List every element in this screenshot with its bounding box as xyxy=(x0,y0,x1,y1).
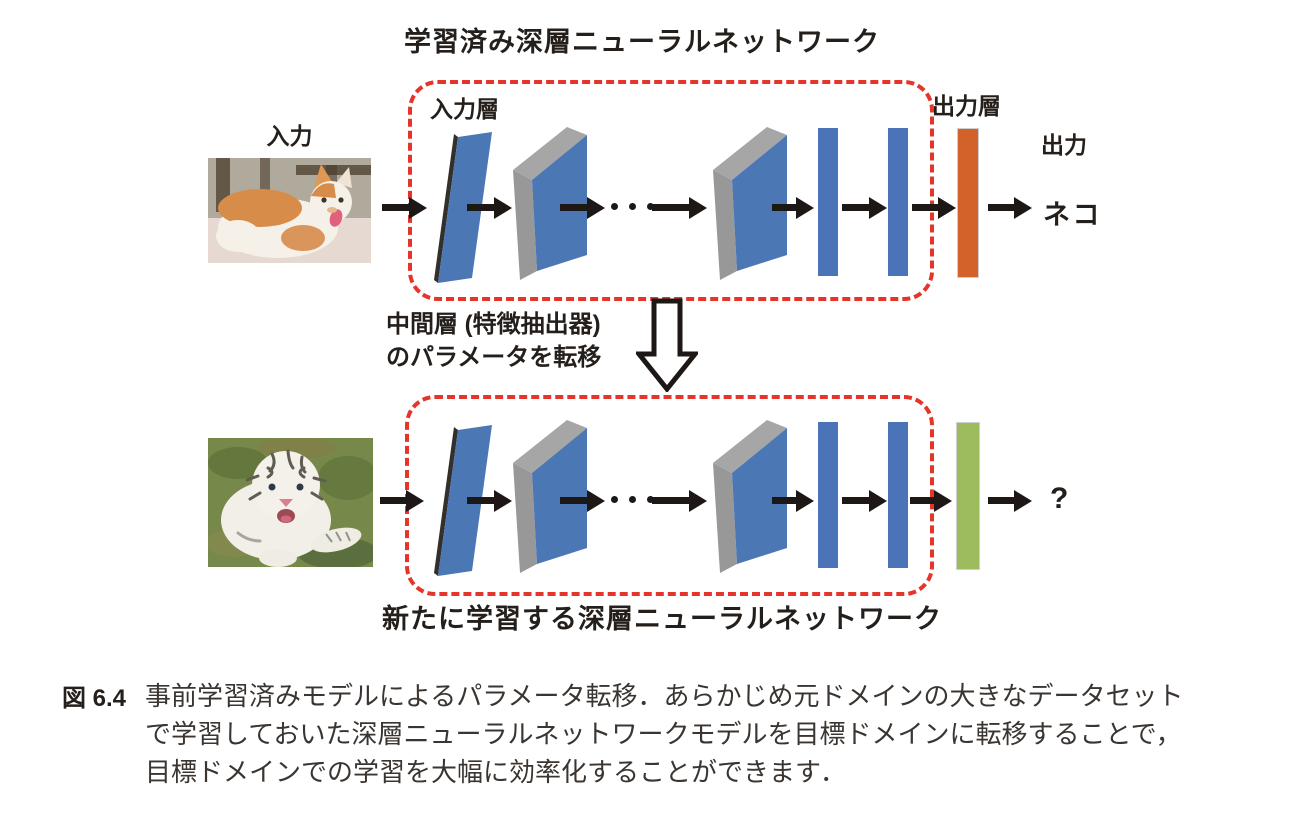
dense-bar-layer-top-2 xyxy=(888,128,908,276)
output-layer-label: 出力層 xyxy=(932,93,1001,119)
figure-number-label: 図 6.4 xyxy=(62,685,127,712)
dense-bar-layer-bottom-1 xyxy=(818,422,838,568)
caption-line-1: 事前学習済みモデルによるパラメータ転移．あらかじめ元ドメインの大きなデータセット xyxy=(145,682,1184,711)
right-arrow xyxy=(912,196,956,219)
prediction-unknown: ? xyxy=(1050,482,1072,515)
right-arrow xyxy=(910,489,952,512)
right-arrow xyxy=(467,196,512,219)
right-arrow xyxy=(380,489,424,512)
caption-line-3: 目標ドメインでの学習を大幅に効率化することができます． xyxy=(145,758,846,787)
right-arrow xyxy=(467,489,512,512)
right-arrow xyxy=(560,489,605,512)
right-arrow xyxy=(772,196,814,219)
transfer-note-line2: のパラメータを転移 xyxy=(386,344,602,371)
right-arrow xyxy=(560,196,605,219)
input-caption: 入力 xyxy=(266,123,313,149)
dot xyxy=(647,203,654,210)
ellipsis-dots-top xyxy=(611,203,654,210)
white-tiger-cub-photo xyxy=(208,438,373,567)
right-arrow xyxy=(652,489,707,512)
right-arrow xyxy=(652,196,707,219)
right-arrow xyxy=(772,489,814,512)
dense-bar-layer-bottom-2 xyxy=(888,422,908,568)
big-down-arrow xyxy=(636,298,698,392)
dot xyxy=(629,496,636,503)
dot xyxy=(611,496,618,503)
conv-slab-layer-bottom-2 xyxy=(713,420,787,573)
output-caption: 出力 xyxy=(1041,132,1087,158)
cat-photo xyxy=(208,158,371,263)
right-arrow xyxy=(842,196,887,219)
conv-slab-layer-top-1 xyxy=(513,127,587,280)
dot xyxy=(611,203,618,210)
output-layer-bar-orange xyxy=(957,128,979,278)
right-arrow xyxy=(382,196,427,219)
conv-slab-layer-top-2 xyxy=(713,127,787,280)
prediction-cat: ネコ xyxy=(1043,200,1103,230)
input-layer-label: 入力層 xyxy=(430,96,499,122)
new-output-layer-bar-green xyxy=(956,422,980,570)
ellipsis-dots-bottom xyxy=(611,496,654,503)
dot xyxy=(647,496,654,503)
transfer-note: 中間層 (特徴抽出器) のパラメータを転移 xyxy=(386,308,601,374)
conv-sheet-layer-top xyxy=(434,132,492,283)
conv-sheet-layer-bottom xyxy=(434,425,492,576)
pretrained-network-title: 学習済み深層ニューラルネットワーク xyxy=(404,27,880,57)
caption-line-2: で学習しておいた深層ニューラルネットワークモデルを目標ドメインに転移することで， xyxy=(145,720,1182,749)
right-arrow xyxy=(988,489,1032,512)
conv-slab-layer-bottom-1 xyxy=(513,420,587,573)
new-network-title: 新たに学習する深層ニューラルネットワーク xyxy=(382,604,942,634)
right-arrow xyxy=(988,196,1032,219)
dot xyxy=(629,203,636,210)
dense-bar-layer-top-1 xyxy=(818,128,838,276)
right-arrow xyxy=(842,489,887,512)
transfer-note-line1: 中間層 (特徴抽出器) xyxy=(386,311,601,338)
